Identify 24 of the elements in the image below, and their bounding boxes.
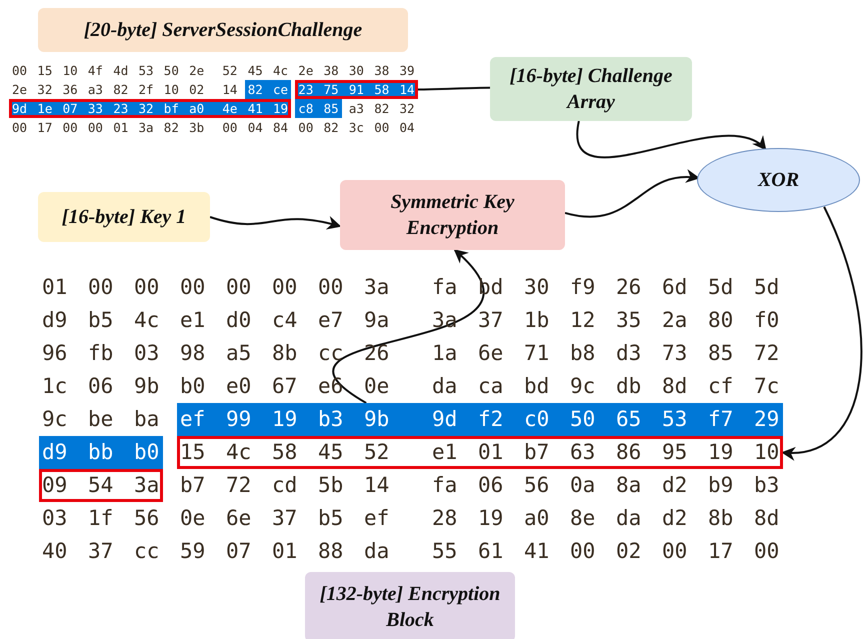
label-box: [16-byte] Challenge Array: [490, 57, 692, 121]
hex-bytes: 96 fb 03 98 a5 8b cc 26 1a 6e 71 b8 d3 73 85 72: [41, 340, 780, 367]
arrow: [332, 248, 484, 404]
hex-bytes: 82 ce: [244, 80, 292, 99]
arrow: [781, 206, 862, 460]
process-box: Symmetric Key Encryption: [340, 180, 565, 250]
hex-bytes: c8 85: [295, 99, 342, 118]
arrow: [210, 216, 342, 230]
operation-ellipse: XOR: [697, 148, 860, 212]
hex-bytes: b7 72 cd 5b 14 fa 06 56 0a 8a d2 b9 b3: [179, 472, 780, 499]
hex-bytes: a3 82 32: [348, 100, 416, 118]
hex-bytes: 00 17 00 00 01 3a 82 3b 00 04 84 00 82 3c 00 04: [11, 119, 416, 137]
hex-bytes: 00 15 10 4f 4d 53 50 2e 52 45 4c 2e 38 30 38 39: [11, 62, 416, 80]
hex-bytes: 2e 32 36 a3 82 2f 10 02 14: [11, 81, 238, 99]
hex-bytes: d9 b5 4c e1 d0 c4 e7 9a 3a 37 1b 12 35 2a 80 f0: [41, 307, 780, 334]
heading-box: [20-byte] ServerSessionChallenge: [38, 8, 408, 52]
hex-bytes: 1c 06 9b b0 e0 67 e6 0e da ca bd 9c db 8d cf 7c: [41, 373, 780, 400]
hex-bytes: 9c be ba: [41, 406, 160, 433]
hex-bytes: 40 37 cc 59 07 01 88 da 55 61 41 00 02 00 17 00: [41, 538, 780, 565]
label-box: [132-byte] Encryption Block: [305, 572, 515, 639]
arrow: [576, 120, 767, 158]
hex-bytes: 03 1f 56 0e 6e 37 b5 ef 28 19 a0 8e da d2 8b 8d: [41, 505, 780, 532]
connector-line: [418, 86, 490, 90]
label-box: [16-byte] Key 1: [38, 192, 210, 242]
